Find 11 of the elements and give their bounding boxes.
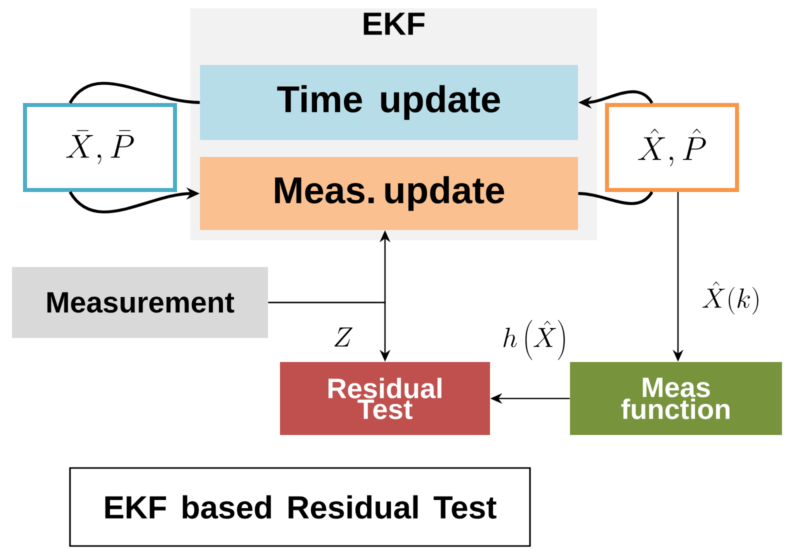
process-box: Residual Test	[280, 362, 490, 436]
edge-label: $h\left(\hat{X}\right)$	[500, 318, 570, 362]
edge-label: $Z$	[332, 326, 355, 348]
state-box: $\bar{X},\bar{P}$	[23, 102, 177, 192]
caption-box: EKF based Residual Test	[69, 467, 531, 547]
process-box: Time update	[200, 65, 578, 140]
process-box: Meas function	[570, 362, 782, 436]
input-box: Measurement	[12, 267, 268, 338]
state-box: $\hat{X},\hat{P}$	[605, 102, 739, 192]
process-box: Meas. update	[200, 156, 578, 230]
edge-label: $\hat{X}(k)$	[700, 280, 762, 316]
